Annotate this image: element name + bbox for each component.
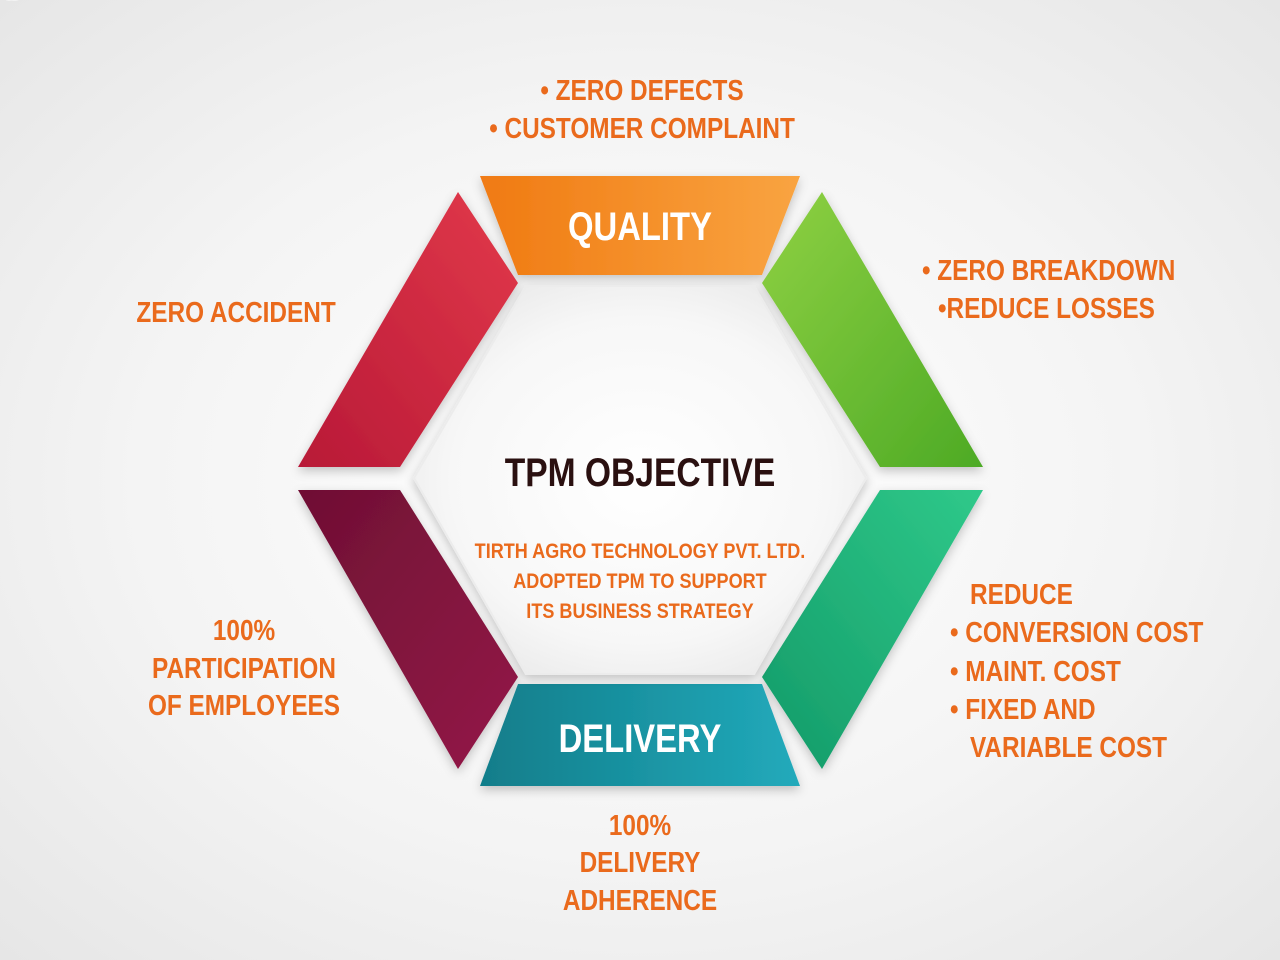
annotation-quality-line-2: • CUSTOMER COMPLAINT bbox=[489, 112, 795, 144]
center-description-line-2: ADOPTED TPM TO SUPPORT bbox=[513, 570, 766, 594]
center-hexagon bbox=[412, 285, 868, 675]
annotation-delivery: 100% DELIVERY ADHERENCE bbox=[563, 809, 717, 916]
annotation-delivery-line-2: DELIVERY bbox=[580, 846, 701, 878]
segment-delivery bbox=[480, 684, 800, 786]
annotation-productivity: • ZERO BREAKDOWN •REDUCE LOSSES bbox=[922, 254, 1175, 324]
annotation-safety: ZERO ACCIDENT bbox=[136, 296, 336, 328]
center-title: TPM OBJECTIVE bbox=[505, 450, 776, 494]
segment-productivity bbox=[762, 192, 983, 467]
center-description-line-3: ITS BUSINESS STRATEGY bbox=[526, 600, 753, 624]
annotation-productivity-line-2: •REDUCE LOSSES bbox=[938, 292, 1155, 324]
annotation-delivery-line-3: ADHERENCE bbox=[563, 884, 717, 916]
annotation-delivery-line-1: 100% bbox=[609, 809, 671, 841]
segment-moral bbox=[298, 490, 518, 769]
annotation-cost-line-1: REDUCE bbox=[970, 578, 1073, 610]
segment-safety bbox=[298, 192, 518, 467]
segment-label-cost: COST bbox=[0, 0, 46, 9]
annotation-productivity-line-1: • ZERO BREAKDOWN bbox=[922, 254, 1175, 286]
annotation-moral-line-1: 100% bbox=[213, 614, 275, 646]
hexagon-segments bbox=[298, 176, 983, 786]
annotation-quality: • ZERO DEFECTS • CUSTOMER COMPLAINT bbox=[489, 74, 795, 144]
annotation-cost-line-5: VARIABLE COST bbox=[970, 731, 1168, 763]
annotation-safety-line-1: ZERO ACCIDENT bbox=[136, 296, 336, 328]
segment-label-quality: QUALITY bbox=[568, 204, 712, 249]
segment-label-delivery: DELIVERY bbox=[559, 716, 722, 761]
annotation-cost-line-3: • MAINT. COST bbox=[950, 655, 1121, 687]
segment-cost bbox=[762, 490, 983, 769]
segment-quality bbox=[480, 176, 800, 275]
segment-label-safety: SAFTEY bbox=[0, 0, 65, 9]
center-description-line-1: TIRTH AGRO TECHNOLOGY PVT. LTD. bbox=[475, 540, 806, 564]
segment-label-moral: MORAL bbox=[0, 0, 60, 9]
annotation-quality-line-1: • ZERO DEFECTS bbox=[540, 74, 743, 106]
annotation-cost-line-2: • CONVERSION COST bbox=[950, 616, 1204, 648]
annotation-cost-line-4: • FIXED AND bbox=[950, 693, 1096, 725]
segment-label-productivity: PRODUCTIVITY bbox=[0, 0, 122, 9]
annotation-moral: 100% PARTICIPATION OF EMPLOYEES bbox=[148, 614, 340, 721]
annotation-moral-line-2: PARTICIPATION bbox=[152, 652, 336, 684]
annotation-cost: REDUCE • CONVERSION COST • MAINT. COST •… bbox=[950, 578, 1204, 763]
annotation-moral-line-3: OF EMPLOYEES bbox=[148, 689, 340, 721]
